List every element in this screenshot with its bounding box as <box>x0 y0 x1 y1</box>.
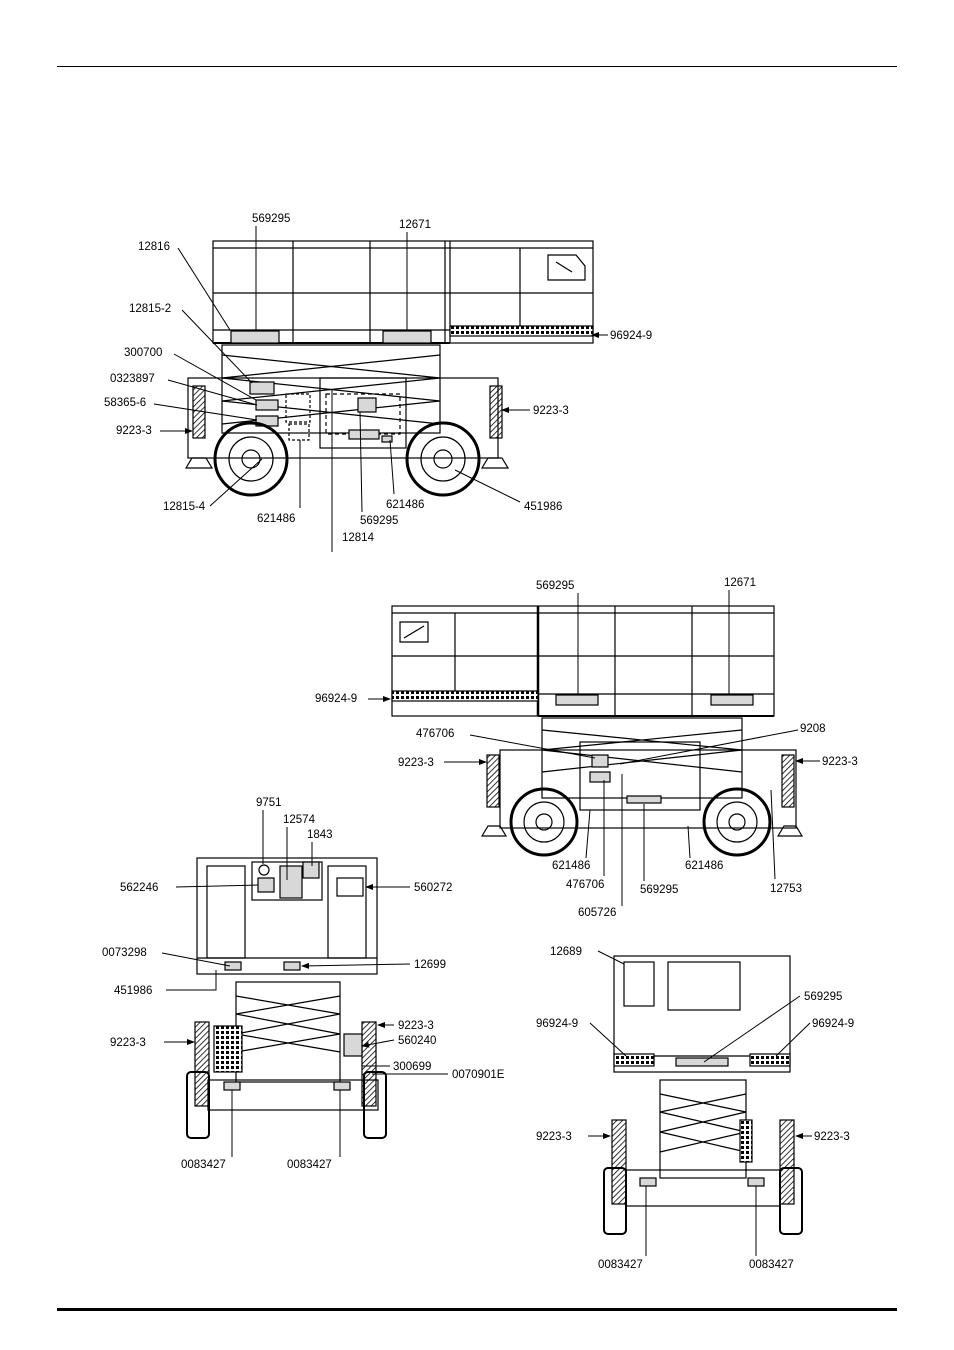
decal-part-number: 0070901E <box>452 1069 505 1081</box>
decal-part-number: 0323897 <box>110 373 155 385</box>
footer-rule <box>57 1308 897 1311</box>
decal-part-number: 96924-9 <box>536 1018 578 1030</box>
callout-leader <box>361 1039 395 1048</box>
header-rule <box>57 66 897 67</box>
decal-part-number: 560272 <box>414 882 452 894</box>
end-view-right-drawing <box>603 955 803 1235</box>
decal-part-number: 12814 <box>342 532 375 544</box>
callout-leaders <box>153 226 820 1256</box>
decal-part-number: 476706 <box>416 728 454 740</box>
callout-leader <box>166 970 217 991</box>
decal-part-number: 0083427 <box>181 1159 226 1171</box>
decal-part-number: 12815-4 <box>163 501 206 513</box>
decal-part-number: 12671 <box>724 577 756 589</box>
decal-part-number: 9223-3 <box>110 1037 146 1049</box>
decal-part-number: 9223-3 <box>536 1131 572 1143</box>
callout-leader <box>359 411 363 513</box>
decal-part-number: 58365-6 <box>104 397 146 409</box>
callout-leader <box>770 789 776 880</box>
callout-leader <box>175 884 259 888</box>
decal-part-number: 451986 <box>524 501 562 513</box>
decal-part-number: 9223-3 <box>398 1020 434 1032</box>
callout-leader <box>454 469 521 503</box>
decal-part-number: 569295 <box>804 991 842 1003</box>
decal-part-number: 12671 <box>399 219 431 231</box>
decal-part-number: 12699 <box>414 959 446 971</box>
decal-part-number: 96924-9 <box>315 693 357 705</box>
decal-part-number: 96924-9 <box>812 1018 854 1030</box>
callout-leader <box>619 729 799 765</box>
decal-part-number: 12689 <box>550 946 582 958</box>
decal-part-number: 12574 <box>283 814 316 826</box>
decal-part-number: 569295 <box>536 580 574 592</box>
decal-part-number: 1843 <box>307 829 333 841</box>
side-view-left-drawing <box>184 240 594 497</box>
decal-part-number: 621486 <box>257 513 295 525</box>
callout-leader <box>173 353 257 401</box>
decal-part-number: 0083427 <box>749 1259 794 1271</box>
decal-part-number: 12815-2 <box>129 303 171 315</box>
callout-leader <box>597 950 625 965</box>
decal-part-number: 9223-3 <box>533 405 569 417</box>
decal-part-number: 9751 <box>256 797 282 809</box>
decal-part-number: 9223-3 <box>116 425 152 437</box>
decal-part-number: 476706 <box>566 879 604 891</box>
decal-part-number: 0073298 <box>102 947 147 959</box>
callout-leader <box>389 439 395 495</box>
decal-part-number: 12816 <box>138 241 170 253</box>
callout-leader <box>703 995 801 1063</box>
decal-part-number: 300700 <box>124 347 162 359</box>
callout-leader <box>177 247 231 331</box>
decal-part-number: 96924-9 <box>610 330 652 342</box>
decal-part-number: 451986 <box>114 985 152 997</box>
callout-leader <box>161 952 231 967</box>
decal-part-number: 12753 <box>770 883 802 895</box>
decal-part-number: 605726 <box>578 907 616 919</box>
decal-part-number: 562246 <box>120 882 158 894</box>
callout-leader <box>181 309 253 384</box>
callout-leader <box>585 809 591 859</box>
decal-part-number: 9208 <box>800 723 826 735</box>
decal-part-number: 621486 <box>552 860 590 872</box>
callout-leader <box>209 458 263 507</box>
callout-leader <box>589 1022 627 1057</box>
decal-part-number: 9223-3 <box>822 756 858 768</box>
decal-part-number: 0083427 <box>598 1259 643 1271</box>
decal-part-number: 569295 <box>640 884 678 896</box>
decal-part-number: 569295 <box>360 515 398 527</box>
callout-leader <box>775 1022 811 1057</box>
callout-leader <box>153 403 258 421</box>
decal-part-number: 560240 <box>398 1035 436 1047</box>
decal-part-number: 621486 <box>685 860 723 872</box>
decal-part-number: 621486 <box>386 499 424 511</box>
callout-leader <box>469 734 596 759</box>
callout-labels: 12816 569295 12671 12815-2 300700 0323897 5836… <box>102 213 858 1271</box>
decal-part-number: 569295 <box>252 213 290 225</box>
callout-leader <box>167 379 258 406</box>
callout-leader <box>301 962 411 969</box>
callout-leader <box>687 825 691 859</box>
side-view-right-drawing <box>391 605 804 857</box>
end-view-left-drawing <box>186 857 387 1139</box>
decal-part-number: 9223-3 <box>398 757 434 769</box>
decal-part-number: 0083427 <box>287 1159 332 1171</box>
decal-part-number: 300699 <box>393 1061 431 1073</box>
decal-part-number: 9223-3 <box>814 1131 850 1143</box>
